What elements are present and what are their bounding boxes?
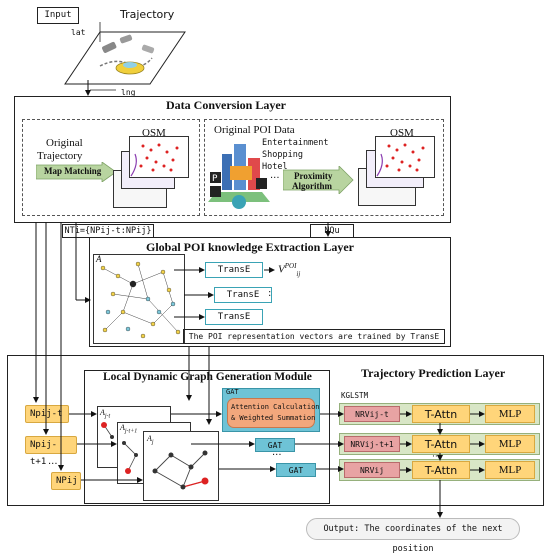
mlp-row1: MLP xyxy=(485,405,535,423)
nrv-row3: NRVij xyxy=(344,462,400,478)
lat-label: lat xyxy=(71,28,86,37)
proximity-label-line1: Proximity xyxy=(294,171,333,181)
transe-box-1: TransE xyxy=(205,262,263,278)
map-matching-arrow xyxy=(36,162,117,182)
gpoi-arrows xyxy=(174,267,275,320)
mlp-row2: MLP xyxy=(485,435,535,453)
mlp-row3: MLP xyxy=(485,461,535,479)
tattn-row2: T-Attn xyxy=(412,435,470,453)
transe-note-box: The POI representation vectors are train… xyxy=(183,329,445,344)
lng-label: lng xyxy=(121,88,136,97)
graph-label-jt-main: A xyxy=(100,408,105,417)
gat-attention-label: GAT xyxy=(226,388,239,396)
graph-label-jt: Aj-t xyxy=(100,408,110,420)
tpl-title: Trajectory Prediction Layer xyxy=(361,366,506,380)
poi-type-entertainment: Entertainment xyxy=(262,138,329,148)
data-conversion-layer xyxy=(14,96,451,223)
graph-label-jt-sub: j-t xyxy=(104,413,111,420)
nti-label-box: NTi={NPij-t:NPij} xyxy=(62,224,154,238)
graph-label-j: Aj xyxy=(147,434,154,446)
osm-map-card-front-right xyxy=(375,136,435,178)
city-buildings-illustration: P xyxy=(208,144,270,209)
svg-text:P: P xyxy=(212,174,218,184)
ldg-title: Local Dynamic Graph Generation Module xyxy=(103,371,312,383)
original-poi-label: Original POI Data xyxy=(214,124,295,136)
tpl-dots: ··· xyxy=(432,452,441,462)
osm-map-card-front-left xyxy=(129,136,189,178)
dcl-title: Data Conversion Layer xyxy=(166,98,286,112)
poi-panel-letter: A xyxy=(96,254,102,264)
gat-box-3: GAT xyxy=(276,463,316,477)
attention-calculation-box xyxy=(227,398,315,428)
trajectory-map-diagram xyxy=(64,22,186,91)
graph-label-jt1: Aj-t+1 xyxy=(120,423,137,435)
output-label: Output: The coordinates of the next posi… xyxy=(306,518,520,554)
local-dynamic-graph-module xyxy=(84,370,330,504)
graph-card-jt1-edges xyxy=(122,441,138,474)
poi-graph-panel xyxy=(93,254,185,344)
gat-ellipsis: ... xyxy=(272,447,282,458)
vector-sup: POI xyxy=(284,262,297,270)
proximity-arrow xyxy=(283,166,354,194)
graph-label-j-main: A xyxy=(147,434,152,443)
nqu-label-box: NQu xyxy=(310,224,354,238)
original-trajectory-line2: Trajectory xyxy=(37,150,83,162)
input-ellipsis: ... xyxy=(48,456,58,467)
map-matching-label: Map Matching xyxy=(44,166,102,176)
kglstm-label: KGLSTM xyxy=(341,391,369,400)
transe-box-2: TransE xyxy=(214,287,272,303)
graph-label-jt1-sub: j-t+1 xyxy=(124,428,138,435)
graph-card-jt-edges xyxy=(101,422,114,439)
vector-sub: ij xyxy=(296,269,301,278)
poi-type-shopping: Shopping xyxy=(262,150,303,160)
tattn-row1: T-Attn xyxy=(412,405,470,423)
input-npij-t1: Npij-t+1 xyxy=(25,436,77,467)
dcl-left-panel xyxy=(22,119,200,216)
attention-line1: Attention Calculation xyxy=(231,403,320,411)
graph-label-j-sub: j xyxy=(151,439,154,446)
nrv-row2: NRVij-t+1 xyxy=(344,436,400,452)
original-trajectory-line1: Original xyxy=(46,137,83,149)
proximity-label-line2: Algorithm xyxy=(292,181,332,191)
input-box: Input xyxy=(37,7,79,24)
graph-card-j xyxy=(143,431,219,501)
poi-ellipsis: ... xyxy=(270,170,280,181)
transe-box-3: TransE xyxy=(205,309,263,325)
trajectory-label: Trajectory xyxy=(120,8,175,21)
input-npij-t: Npij-t xyxy=(25,405,69,423)
bottom-frame xyxy=(7,355,544,506)
nrv-row1: NRVij-t xyxy=(344,406,400,422)
vector-poi: VPOIij xyxy=(278,262,300,278)
graph-label-jt1-main: A xyxy=(120,423,125,432)
dcl-right-panel xyxy=(204,119,444,216)
gat-box-2: GAT xyxy=(255,438,295,452)
tattn-row3: T-Attn xyxy=(412,461,470,479)
input-npij: NPij xyxy=(51,472,81,490)
gpoi-title: Global POI knowledge Extraction Layer xyxy=(146,240,354,254)
attention-line2: & Weighted Summation xyxy=(231,414,316,422)
global-poi-layer xyxy=(89,237,451,347)
poi-type-hotel: Hotel xyxy=(262,162,288,172)
vector-main: V xyxy=(278,263,285,276)
vector-dots: : xyxy=(268,288,272,299)
